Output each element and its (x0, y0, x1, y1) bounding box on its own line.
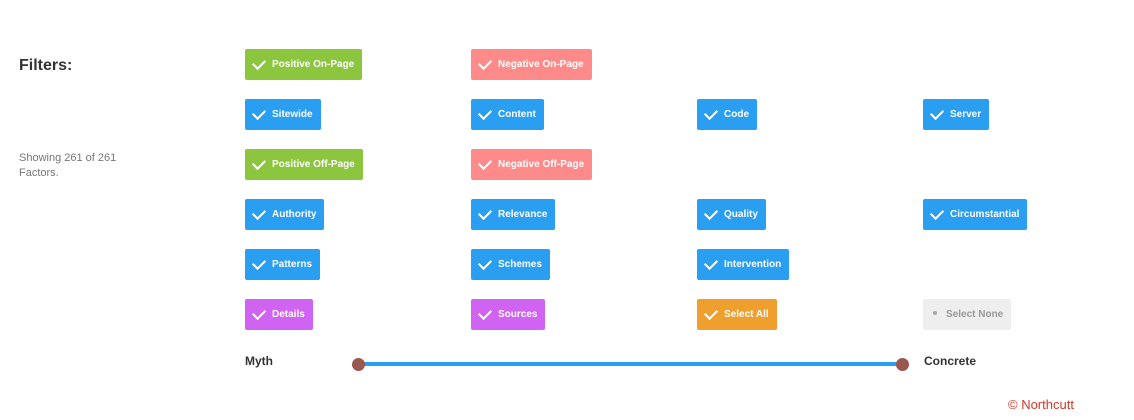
button-label: Negative Off-Page (498, 159, 585, 170)
button-label: Negative On-Page (498, 59, 584, 70)
filter-quality-button[interactable]: Quality (697, 199, 766, 230)
checkmark-icon (929, 105, 945, 121)
checkmark-icon (477, 205, 493, 221)
checkmark-icon (477, 305, 493, 321)
button-label: Code (724, 109, 749, 120)
filter-circumstantial-button[interactable]: Circumstantial (923, 199, 1028, 230)
button-label: Positive On-Page (272, 59, 355, 70)
checkmark-icon (929, 205, 945, 221)
checkmark-icon (703, 255, 719, 271)
checkmark-icon (251, 305, 267, 321)
filter-content-button[interactable]: Content (471, 99, 544, 130)
button-label: Select All (724, 309, 769, 320)
button-label: Quality (724, 209, 758, 220)
slider-min-handle[interactable] (352, 358, 365, 371)
filter-details-button[interactable]: Details (245, 299, 313, 330)
slider-max-label: Concrete (924, 354, 977, 368)
filters-title: Filters: (19, 57, 73, 74)
filter-intervention-button[interactable]: Intervention (697, 249, 790, 280)
checkmark-icon (477, 105, 493, 121)
checkmark-icon (251, 255, 267, 271)
filter-schemes-button[interactable]: Schemes (471, 249, 550, 280)
button-label: Sources (498, 309, 538, 320)
checkmark-icon (251, 155, 267, 171)
filter-authority-button[interactable]: Authority (245, 199, 325, 230)
filter-code-button[interactable]: Code (697, 99, 757, 130)
checkmark-icon (251, 105, 267, 121)
dot-icon (933, 311, 937, 315)
filter-sitewide-button[interactable]: Sitewide (245, 99, 321, 130)
button-label: Details (272, 309, 305, 320)
checkmark-icon (703, 105, 719, 121)
copyright-text: © Northcutt (1008, 397, 1074, 412)
range-slider-track[interactable] (358, 362, 902, 366)
button-label: Relevance (498, 209, 548, 220)
checkmark-icon (477, 255, 493, 271)
factor-count-text: Showing 261 of 261 Factors. (19, 152, 117, 179)
filter-positive-off-page-button[interactable]: Positive Off-Page (245, 149, 363, 180)
filter-negative-off-page-button[interactable]: Negative Off-Page (471, 149, 593, 180)
checkmark-icon (703, 205, 719, 221)
select-all-button[interactable]: Select All (697, 299, 777, 330)
button-label: Server (950, 109, 982, 120)
filter-sources-button[interactable]: Sources (471, 299, 546, 330)
button-label: Intervention (724, 259, 782, 270)
checkmark-icon (251, 205, 267, 221)
select-none-button[interactable]: Select None (923, 299, 1012, 330)
filter-relevance-button[interactable]: Relevance (471, 199, 556, 230)
checkmark-icon (477, 155, 493, 171)
button-label: Content (498, 109, 536, 120)
filter-server-button[interactable]: Server (923, 99, 990, 130)
slider-min-label: Myth (245, 354, 273, 368)
filter-negative-on-page-button[interactable]: Negative On-Page (471, 49, 592, 80)
button-label: Patterns (272, 259, 313, 270)
slider-max-handle[interactable] (896, 358, 909, 371)
button-label: Schemes (498, 259, 542, 270)
button-label: Circumstantial (950, 209, 1020, 220)
button-label: Authority (272, 209, 317, 220)
checkmark-icon (703, 305, 719, 321)
filter-positive-on-page-button[interactable]: Positive On-Page (245, 49, 363, 80)
checkmark-icon (477, 55, 493, 71)
filter-patterns-button[interactable]: Patterns (245, 249, 321, 280)
button-label: Positive Off-Page (272, 159, 355, 170)
checkmark-icon (251, 55, 267, 71)
button-label: Select None (946, 309, 1004, 320)
button-label: Sitewide (272, 109, 313, 120)
